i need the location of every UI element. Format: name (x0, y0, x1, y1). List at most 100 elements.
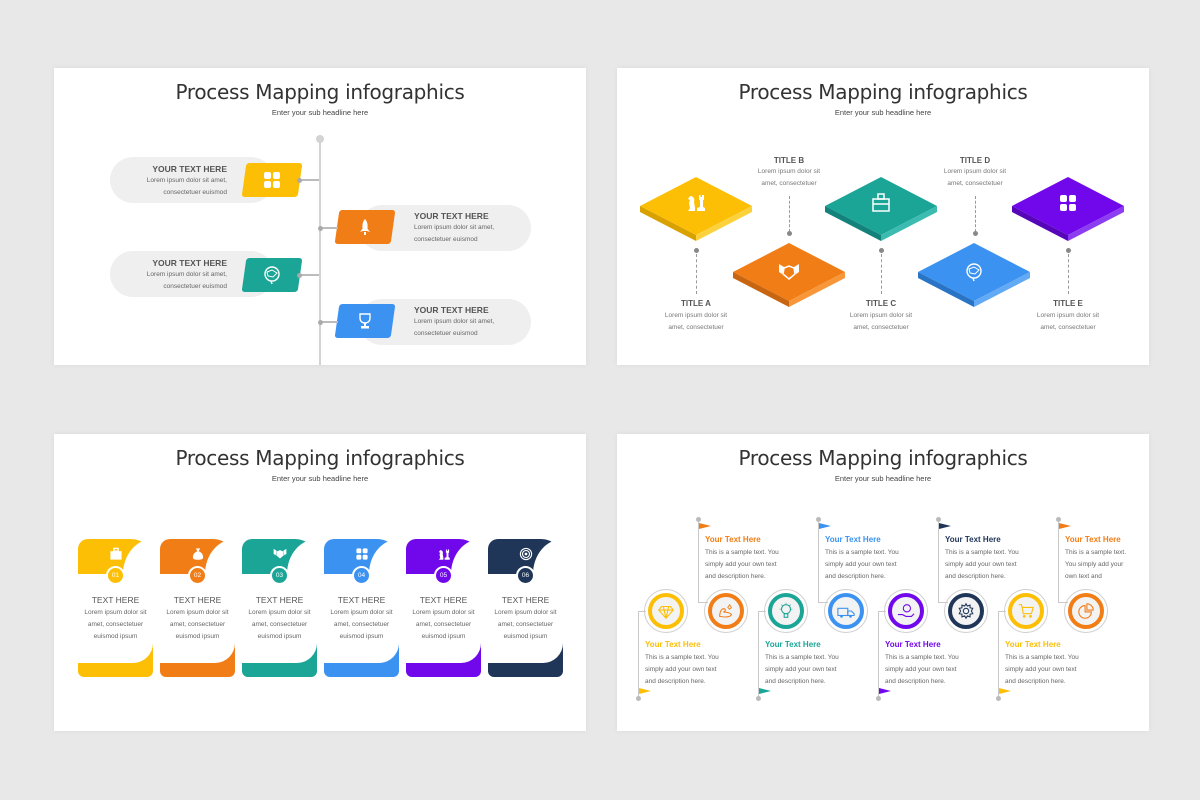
money-hand-icon (897, 604, 915, 617)
item-text-line1: Lorem ipsum dolor sit amet, (146, 271, 227, 278)
item-text-line3: and description here. (765, 678, 826, 685)
item-text-line1: This is a sample text. You (705, 549, 779, 556)
item-text-line2: simply add your own text (945, 561, 1017, 568)
handshake-icon (779, 264, 799, 280)
flag-pole (758, 611, 759, 696)
connector-dot (297, 178, 302, 183)
timeline-start-dot (316, 135, 324, 143)
step-circle (768, 593, 804, 629)
slide-subtitle: Enter your sub headline here (271, 474, 369, 483)
slide-vertical-timeline[interactable]: Process Mapping infographics Enter your … (54, 68, 586, 365)
connector-dot (694, 248, 699, 253)
item-text-line1: This is a sample text. You (945, 549, 1019, 556)
dashed-connector (696, 254, 697, 294)
item-text-line1: This is a sample text. You (885, 654, 959, 661)
item-text-line1: Lorem ipsum dolor sit amet, (146, 177, 227, 184)
pole-dot (636, 696, 641, 701)
step-circle (1068, 593, 1104, 629)
slide-numbered-cards[interactable]: Process Mapping infographics Enter your … (54, 434, 586, 731)
item-title: Your Text Here (1065, 535, 1121, 544)
item-text-line1: Lorem ipsum dolor sit (849, 312, 913, 319)
item-text-line1: This is a sample text. You (825, 549, 899, 556)
item-title: YOUR TEXT HERE (414, 211, 489, 221)
connector-dot (1066, 248, 1071, 253)
step-circle (948, 593, 984, 629)
item-title: TITLE D (959, 156, 991, 165)
dashed-connector (881, 254, 882, 294)
step-number: 03 (270, 566, 289, 585)
pole-dot (936, 517, 941, 522)
slide-isometric-process[interactable]: Process Mapping infographics Enter your … (617, 68, 1149, 365)
flag-marker (879, 688, 891, 694)
pole-connector (878, 611, 886, 612)
item-title: Your Text Here (645, 640, 701, 649)
connector-dot (787, 231, 792, 236)
ring-outline (1064, 589, 1108, 633)
item-text-line1: This is a sample text. You (645, 654, 719, 661)
card-title: TEXT HERE (337, 595, 386, 605)
connector-dot (973, 231, 978, 236)
icon-tile (241, 258, 303, 292)
card-title: TEXT HERE (501, 595, 550, 605)
flag-marker (699, 523, 711, 529)
diamond-icon (658, 605, 674, 620)
card-title: TEXT HERE (419, 595, 468, 605)
item-title: Your Text Here (1005, 640, 1061, 649)
icon-tile (241, 163, 303, 197)
pie-chart-icon (1078, 603, 1094, 619)
flag-marker (939, 523, 951, 529)
item-title: TITLE C (865, 299, 897, 308)
flag-pole (698, 519, 699, 603)
item-text-line3: and description here. (705, 573, 766, 580)
item-text-line1: Lorem ipsum dolor sit amet, (414, 318, 495, 325)
item-text-line1: Lorem ipsum dolor sit (664, 312, 728, 319)
card-footer (78, 643, 153, 677)
pole-dot (1056, 517, 1061, 522)
pole-connector (758, 611, 766, 612)
item-text-line2: simply add your own text (645, 666, 717, 673)
step-circle (1008, 593, 1044, 629)
ring-outline (704, 589, 748, 633)
item-text-line2: amet, consectetuer (947, 180, 1003, 187)
step-circle (888, 593, 924, 629)
flag-marker (819, 523, 831, 529)
slide-title: Process Mapping infographics (738, 80, 1028, 104)
slide-flag-timeline[interactable]: Process Mapping infographics Enter your … (617, 434, 1149, 731)
connector-dot (879, 248, 884, 253)
puzzle-icon (352, 544, 372, 564)
item-title: YOUR TEXT HERE (414, 305, 489, 315)
card-title: TEXT HERE (173, 595, 222, 605)
item-title: Your Text Here (885, 640, 941, 649)
shopping-cart-icon (1018, 604, 1034, 618)
flag-pole (878, 611, 879, 696)
card-footer (242, 643, 317, 677)
item-title: Your Text Here (705, 535, 761, 544)
item-text-line2: simply add your own text (1005, 666, 1077, 673)
slide-subtitle: Enter your sub headline here (834, 474, 932, 483)
iso-tile-c (825, 177, 937, 241)
briefcase-icon (872, 193, 890, 212)
connector (299, 274, 319, 276)
step-circle (828, 593, 864, 629)
item-text-line1: Lorem ipsum dolor sit (943, 168, 1007, 175)
pole-dot (816, 517, 821, 522)
connector (320, 321, 338, 323)
pole-connector (818, 602, 828, 603)
flag-pole (638, 611, 639, 696)
item-text-line3: own text and (1065, 573, 1102, 580)
ring-outline (824, 589, 868, 633)
iso-tile-d (918, 243, 1030, 307)
item-title: YOUR TEXT HERE (152, 258, 227, 268)
money-bag-icon (188, 544, 208, 564)
pole-dot (876, 696, 881, 701)
pole-dot (756, 696, 761, 701)
connector-dot (318, 226, 323, 231)
card-footer (406, 643, 481, 677)
